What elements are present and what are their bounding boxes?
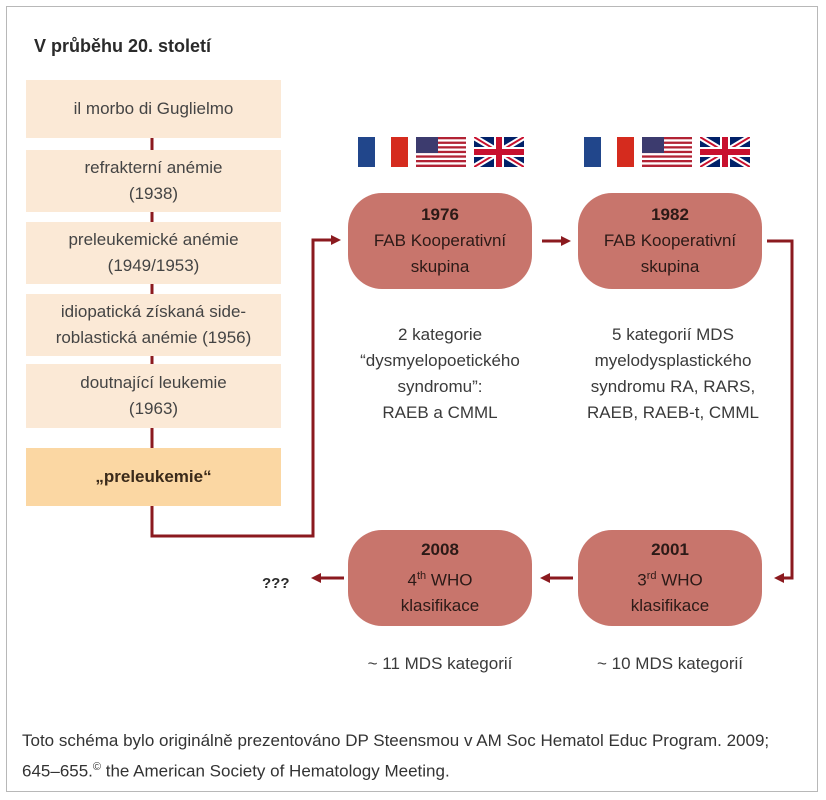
node-1976-year: 1976	[421, 205, 459, 224]
node-2001-ordinal: 3	[637, 570, 647, 590]
arrow-preleukemie-to-1976	[150, 235, 341, 538]
source-note: Toto schéma bylo originálně prezentováno…	[22, 728, 802, 785]
node-1982-description: 5 kategorií MDS myelodysplastického synd…	[587, 325, 759, 422]
timeline-box-doutnajici: doutnající leukemie (1963)	[26, 364, 281, 428]
node-1982-year: 1982	[651, 205, 689, 224]
node-2008-line2: klasifikace	[400, 596, 480, 616]
node-1982-line2: skupina	[640, 257, 700, 276]
node-2001-description: ~ 10 MDS kategorií	[597, 654, 743, 673]
timeline-heading: V průběhu 20. století	[34, 36, 212, 56]
node-2001-line1: 3rd WHO	[578, 563, 762, 594]
timeline-box-preleukemicke: preleukemické anémie (1949/1953)	[26, 222, 281, 284]
node-2008-ordinal-suffix: th	[417, 569, 427, 582]
node-1976: 1976 FAB Kooperativní skupina	[348, 193, 532, 289]
figure-frame	[6, 6, 818, 792]
france-flag-icon	[584, 137, 634, 167]
timeline-box-preleukemie: „preleukemie“	[26, 448, 281, 506]
source-note-main: Toto schéma bylo originálně prezentováno…	[22, 731, 770, 781]
usa-flag-icon	[416, 137, 466, 167]
node-2008-year: 2008	[421, 539, 459, 559]
arrow-1982-to-2001	[767, 239, 794, 583]
uk-flag-icon	[700, 137, 750, 167]
usa-flag-icon	[642, 137, 692, 167]
node-1982-line1: FAB Kooperativní	[603, 231, 737, 250]
copyright-symbol: ©	[92, 761, 102, 773]
node-2008-description: ~ 11 MDS kategorií	[367, 654, 513, 673]
timeline-box-sideroblasticka: idiopatická získaná side- roblastická an…	[26, 294, 281, 356]
node-2001-line2: klasifikace	[630, 596, 710, 616]
node-2001: 2001 3rd WHO klasifikace	[578, 530, 762, 626]
node-1976-line2: skupina	[410, 257, 470, 276]
france-flag-icon	[358, 137, 408, 167]
node-2008-ordinal: 4	[407, 570, 417, 590]
uk-flag-icon	[474, 137, 524, 167]
timeline-box-morbo: il morbo di Guglielmo	[26, 80, 281, 138]
unknown-future-label: ???	[262, 575, 290, 592]
timeline-box-refrakterni: refrakterní anémie (1938)	[26, 150, 281, 212]
source-note-end: the American Society of Hematology Meeti…	[101, 761, 450, 781]
node-2008: 2008 4th WHO klasifikace	[348, 530, 532, 626]
node-2001-ordinal-suffix: rd	[646, 569, 657, 582]
node-1982: 1982 FAB Kooperativní skupina	[578, 193, 762, 289]
node-2008-line1: 4th WHO	[348, 563, 532, 594]
node-1976-description: 2 kategorie “dysmyelopoetického syndromu…	[360, 325, 520, 422]
node-2001-who: WHO	[656, 570, 703, 590]
node-1976-line1: FAB Kooperativní	[373, 231, 507, 250]
node-2008-who: WHO	[426, 570, 473, 590]
node-2001-year: 2001	[651, 539, 689, 559]
